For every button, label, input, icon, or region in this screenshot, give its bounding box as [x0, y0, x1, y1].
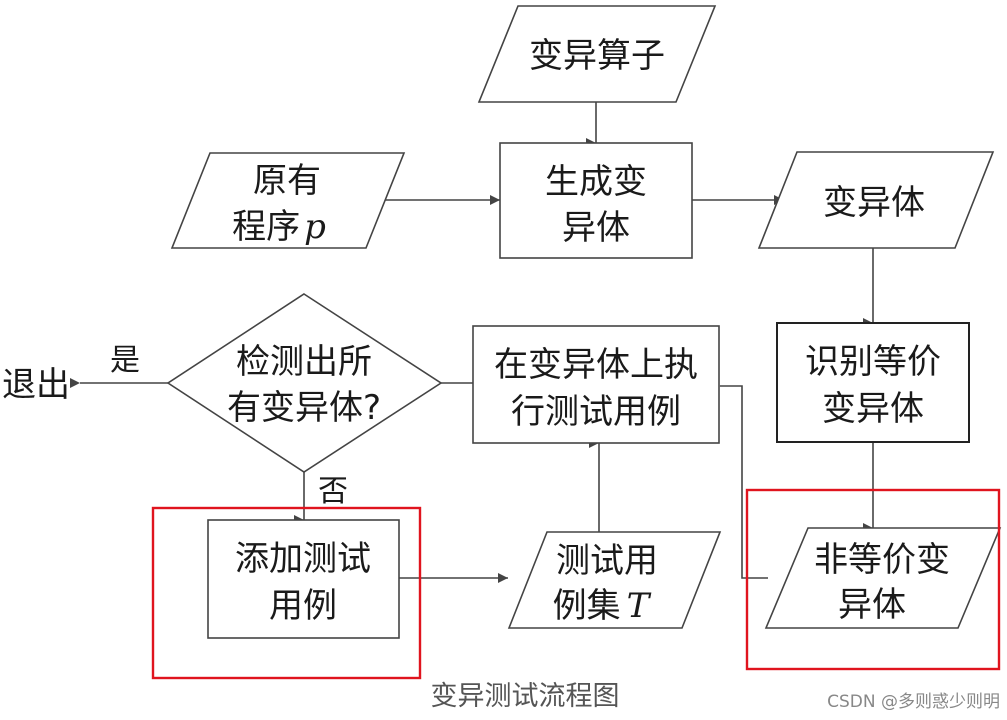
highlight-box-nonequiv	[745, 488, 1001, 671]
node-decision: 检测出所 有变异体?	[166, 293, 443, 473]
node-identify: 识别等价 变异体	[776, 322, 970, 443]
node-execute-line-2: 行测试用例	[511, 392, 681, 432]
node-generate: 生成变 异体	[499, 142, 693, 259]
node-nonequiv-line-1: 非等价变	[814, 540, 950, 580]
figure-caption: 变异测试流程图	[431, 681, 620, 712]
node-nonequiv: 非等价变 异体	[764, 527, 1002, 629]
node-add: 添加测试 用例	[207, 519, 400, 639]
node-decision-line-2: 有变异体?	[227, 388, 381, 428]
node-add-line-1: 添加测试	[235, 539, 371, 579]
node-execute-line-1: 在变异体上执	[494, 345, 698, 385]
edge-nonequiv-to-execute	[710, 381, 768, 579]
node-mutants: 变异体	[757, 151, 995, 249]
no-label: 否	[318, 474, 348, 509]
node-nonequiv-line-2: 异体	[838, 585, 906, 625]
exit-label: 退出	[2, 365, 70, 405]
node-operators-label: 变异算子	[529, 36, 665, 76]
highlight-box-add	[151, 506, 422, 680]
node-identify-line-1: 识别等价	[805, 342, 941, 382]
node-generate-line-2: 异体	[562, 208, 630, 248]
node-add-line-2: 用例	[269, 586, 337, 626]
node-decision-line-1: 检测出所	[236, 342, 372, 382]
node-original-line-1: 原有	[253, 161, 321, 201]
node-operators: 变异算子	[477, 5, 717, 103]
node-execute: 在变异体上执 行测试用例	[472, 325, 720, 444]
node-generate-line-1: 生成变	[545, 162, 647, 202]
node-identify-line-2: 变异体	[822, 389, 924, 429]
yes-label: 是	[110, 343, 140, 378]
watermark: CSDN @多则惑少则明	[827, 692, 1000, 712]
node-mutants-label: 变异体	[823, 183, 925, 223]
node-testset-line-1: 测试用	[556, 541, 658, 581]
